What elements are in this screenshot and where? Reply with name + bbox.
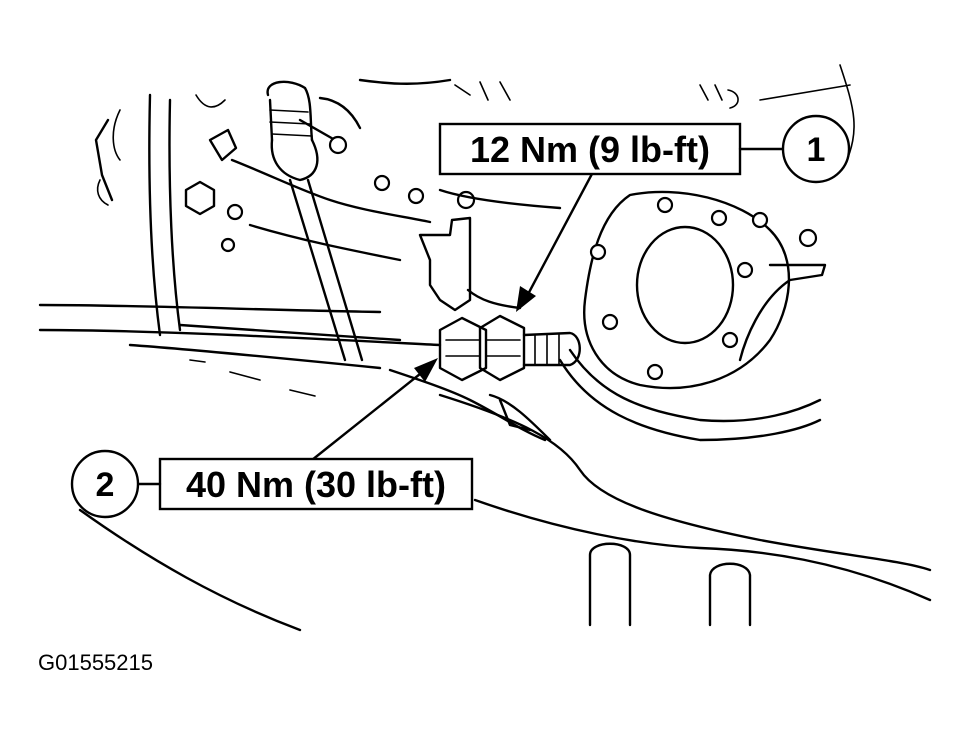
torque-label-box-2	[158, 457, 474, 511]
callout-number-2: 2	[96, 466, 115, 504]
leader-line-2	[310, 368, 427, 462]
leader-line-1	[524, 170, 595, 300]
callout-1: 12 Nm (9 lb-ft) 1	[438, 114, 851, 312]
engine-block-drawing	[38, 64, 932, 632]
torque-label-2: 40 Nm (30 lb-ft)	[186, 464, 446, 505]
callout-number-1: 1	[807, 131, 826, 169]
callout-2: 40 Nm (30 lb-ft) 2	[70, 358, 474, 519]
arrowhead-1	[516, 286, 536, 312]
arrowhead-2	[414, 358, 438, 382]
torque-label-1: 12 Nm (9 lb-ft)	[470, 129, 710, 170]
figure-code: G01555215	[38, 650, 153, 675]
callout-circle-1	[781, 114, 851, 184]
callout-circle-2	[70, 449, 140, 519]
torque-label-box-1	[438, 122, 742, 176]
